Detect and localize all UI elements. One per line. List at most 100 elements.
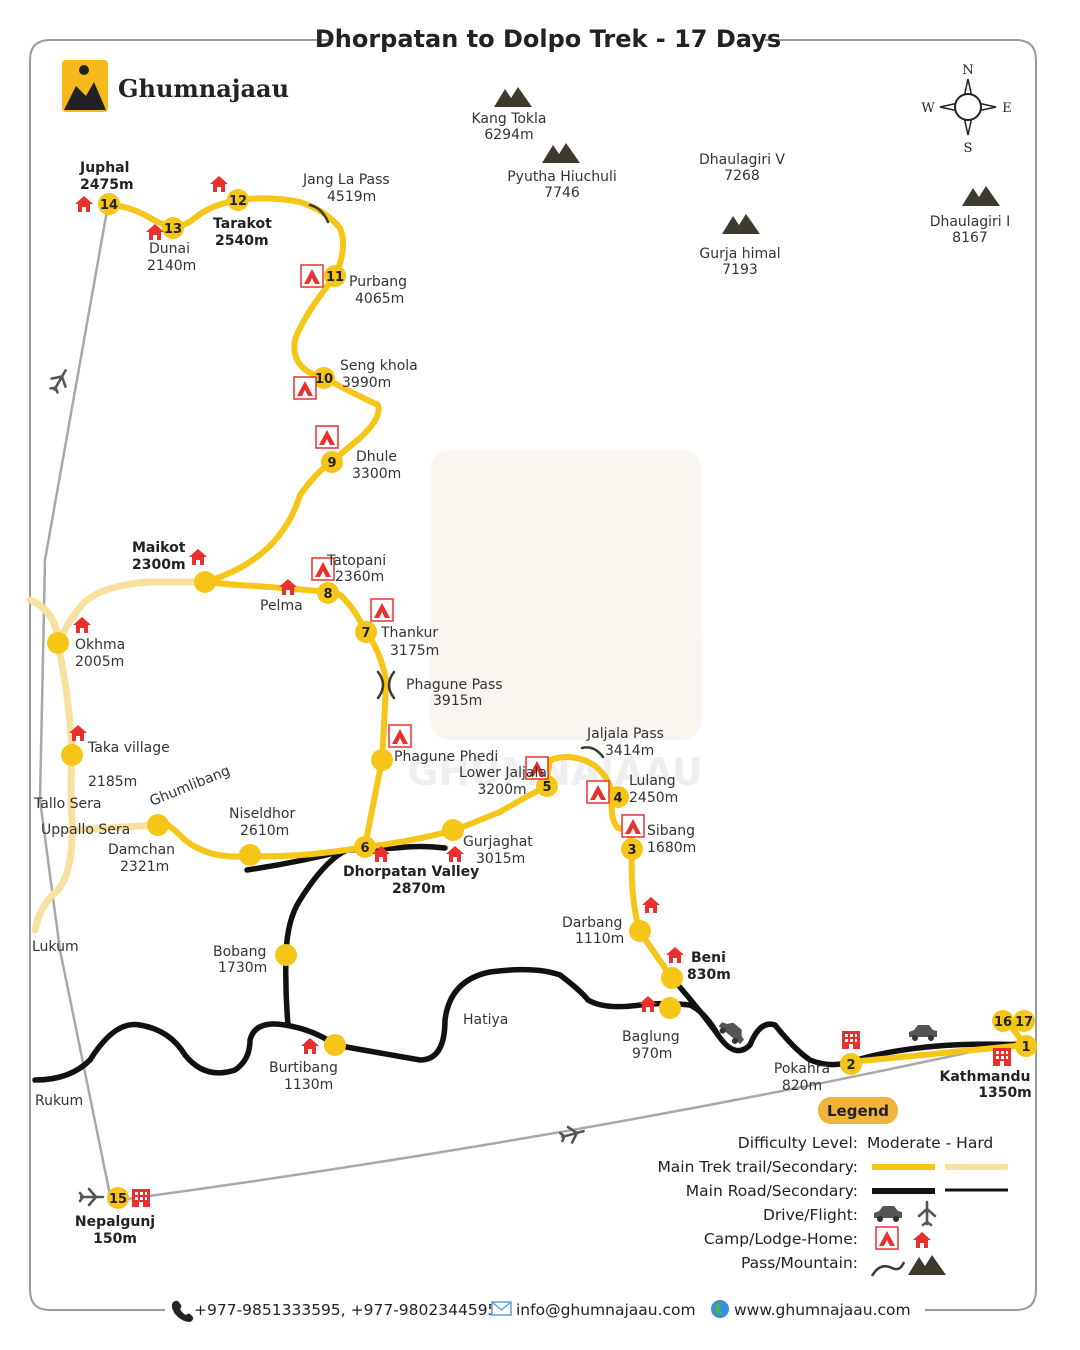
stop-name: Purbang — [349, 274, 407, 290]
stop-marker[interactable]: 6 — [354, 836, 376, 858]
footer-website[interactable]: www.ghumnajaau.com — [734, 1301, 911, 1319]
plane-icon — [78, 1187, 105, 1207]
pass-icon — [308, 203, 330, 224]
stop-name: Pokahra — [774, 1061, 830, 1077]
stop-marker[interactable]: 9 — [321, 451, 343, 473]
footer-phones[interactable]: +977-9851333595, +977-9802344595 — [194, 1301, 497, 1319]
waypoint-marker[interactable] — [61, 744, 83, 766]
plane-icon — [45, 365, 74, 396]
home-icon — [639, 996, 657, 1012]
mountain-icon — [494, 87, 532, 107]
place-name: Darbang — [562, 915, 622, 931]
waypoint-marker[interactable] — [659, 997, 681, 1019]
stop-number: 6 — [360, 841, 369, 856]
home-icon — [642, 897, 660, 913]
stop-name: Dhule — [356, 449, 397, 465]
stop-altitude: 2540m — [215, 233, 269, 249]
stop-marker[interactable]: 1 — [1015, 1035, 1037, 1057]
waypoint-marker[interactable] — [324, 1034, 346, 1056]
place-name: Tallo Sera — [33, 796, 101, 812]
stop-name: Dunai — [149, 241, 190, 257]
mountain-icon — [962, 186, 1000, 206]
stop-name: Tatopani — [326, 553, 386, 569]
stop-number: 12 — [229, 194, 247, 209]
stop-name: Juphal — [79, 160, 129, 176]
stop-marker[interactable]: 7 — [355, 621, 377, 643]
place-name: Niseldhor — [229, 806, 295, 822]
stop-number: 3 — [627, 843, 636, 858]
legend-trail-label: Main Trek trail/Secondary: — [657, 1158, 858, 1176]
stop-marker[interactable]: 4 — [607, 786, 629, 808]
stop-altitude: 4065m — [355, 291, 404, 307]
pass-altitude: 3915m — [433, 693, 482, 709]
stop-marker[interactable]: 14 — [98, 193, 120, 215]
place-name: Ghumlibang — [148, 763, 233, 810]
mountain-name: Pyutha Hiuchuli — [507, 169, 617, 185]
stop-number: 9 — [327, 456, 336, 471]
waypoint-marker[interactable] — [47, 632, 69, 654]
waypoint-marker[interactable] — [371, 749, 393, 771]
stop-number: 10 — [315, 372, 333, 387]
car-icon — [874, 1206, 902, 1222]
stop-altitude: 2870m — [392, 881, 446, 897]
camp-icon — [586, 780, 610, 804]
place-altitude: 830m — [687, 967, 731, 983]
mountain-name: Dhaulagiri I — [930, 214, 1011, 230]
camp-icon — [875, 1226, 899, 1250]
pass-altitude: 4519m — [327, 189, 376, 205]
compass-rose: N S E W — [921, 63, 1011, 156]
waypoint-marker[interactable] — [275, 944, 297, 966]
stop-name: Lulang — [629, 773, 676, 789]
place-altitude: 2610m — [240, 823, 289, 839]
stop-marker[interactable]: 3 — [621, 838, 643, 860]
pass-name: Phagune Pass — [406, 677, 503, 693]
place-altitude: 1110m — [575, 931, 624, 947]
waypoint-marker[interactable] — [194, 571, 216, 593]
legend-title: Legend — [827, 1102, 889, 1120]
waypoint-marker[interactable] — [239, 844, 261, 866]
home-icon — [189, 549, 207, 565]
stop-name: Sibang — [647, 823, 695, 839]
place-altitude: 1130m — [284, 1077, 333, 1093]
stop-marker[interactable]: 12 — [227, 189, 249, 211]
place-name: Gurjaghat — [463, 834, 533, 850]
waypoint-marker[interactable] — [661, 967, 683, 989]
plane-icon — [558, 1122, 587, 1147]
stop-marker[interactable]: 15 — [107, 1187, 129, 1209]
place-name: Uppallo Sera — [41, 822, 130, 838]
camp-icon — [315, 425, 339, 449]
brand-name: Ghumnajaau — [118, 74, 289, 103]
stop-marker[interactable]: 11 — [324, 265, 346, 287]
stop-marker[interactable]: 13 — [162, 217, 184, 239]
compass-e: E — [1002, 101, 1012, 116]
waypoint-marker[interactable] — [629, 920, 651, 942]
home-icon — [75, 196, 93, 212]
place-altitude: 970m — [632, 1046, 672, 1062]
camp-icon — [621, 814, 645, 838]
waypoint-marker[interactable] — [442, 819, 464, 841]
home-icon — [73, 617, 91, 633]
hotel-icon — [842, 1031, 860, 1049]
legend: Legend Difficulty Level: Moderate - Hard… — [657, 1097, 1008, 1277]
mail-icon — [491, 1301, 512, 1316]
stop-marker[interactable]: 10 — [313, 367, 335, 389]
stop-marker[interactable]: 2 — [840, 1053, 862, 1075]
place-altitude: 1730m — [218, 960, 267, 976]
mountain-name: Dhaulagiri V — [699, 152, 785, 168]
camp-icon — [370, 598, 394, 622]
stop-name: Nepalgunj — [75, 1214, 155, 1230]
place-name: Phagune Phedi — [394, 749, 498, 765]
stop-marker[interactable]: 17 — [1013, 1010, 1035, 1032]
stop-marker[interactable]: 16 — [992, 1010, 1014, 1032]
footer-email[interactable]: info@ghumnajaau.com — [516, 1301, 696, 1319]
place-name: Maikot — [132, 540, 186, 556]
stop-marker[interactable]: 5 — [536, 775, 558, 797]
stop-marker[interactable]: 8 — [317, 582, 339, 604]
stop-number: 15 — [109, 1192, 127, 1207]
waypoint-marker[interactable] — [147, 814, 169, 836]
legend-camp-label: Camp/Lodge-Home: — [704, 1230, 858, 1248]
stop-altitude: 2140m — [147, 258, 196, 274]
compass-w: W — [921, 101, 935, 116]
stop-number: 14 — [100, 198, 118, 213]
stop-number: 2 — [846, 1058, 855, 1073]
